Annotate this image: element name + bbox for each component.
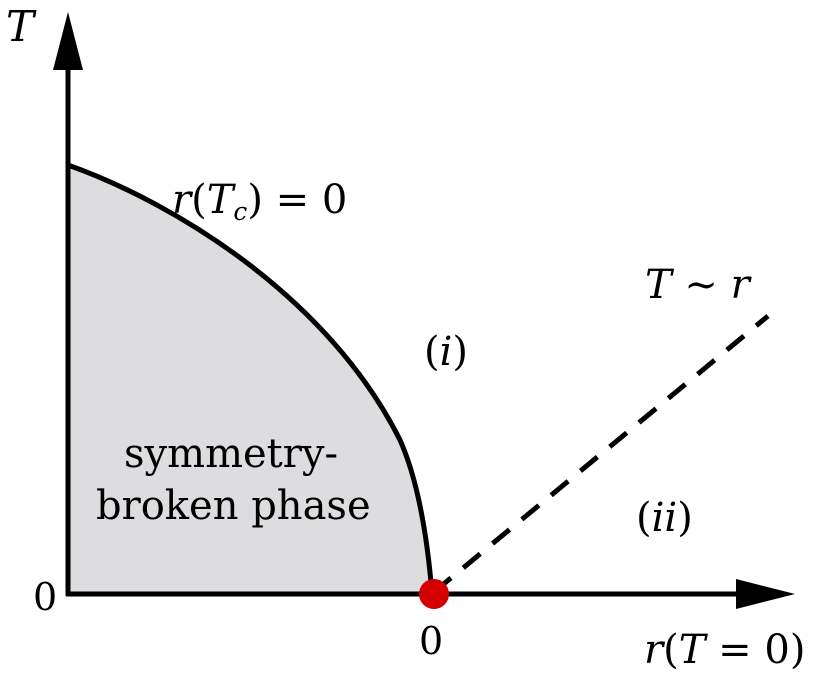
y-axis-arrowhead-icon [53,12,83,70]
phase-label-line1: symmetry- [124,431,338,477]
scaling-line-label: T ∼ r [645,265,750,305]
critical-line-label: r(Tc) = 0 [172,177,348,224]
x-critical-tick-label: 0 [419,619,444,663]
x-axis-label-r: r [644,627,664,673]
scaling-line-label-rhs: r [730,262,750,308]
critical-line-curve [67,162,435,595]
critical-line-label-open: ( [191,177,207,223]
symmetry-broken-region [68,165,432,594]
y-axis-label: T [6,2,35,51]
critical-line-label-var: T [206,177,234,223]
region-ii-label: (ii) [636,498,693,538]
region-ii-text: ii [651,495,678,541]
region-i-open: ( [424,329,440,375]
region-i-close: ) [452,329,469,375]
x-axis-label-suffix: = 0) [705,627,806,673]
x-axis-label: r(T = 0) [644,630,805,670]
phase-label: symmetry- broken phase [96,428,371,532]
scaling-line-label-op: ∼ [671,262,731,308]
scaling-line-label-lhs: T [645,262,672,308]
region-i-label: (i) [424,332,468,372]
region-ii-open: ( [636,495,652,541]
phase-label-line2: broken phase [96,483,371,529]
critical-line-label-suffix: ) = 0 [247,177,348,223]
quantum-critical-point [419,579,449,609]
x-axis-arrowhead-icon [736,579,795,609]
y-origin-tick-label: 0 [33,575,58,619]
region-i-text: i [439,329,453,375]
x-axis-label-open: ( [663,627,679,673]
region-ii-close: ) [677,495,693,541]
x-axis-label-var: T [678,627,706,673]
critical-line-label-sub: c [233,196,248,226]
critical-line-label-r: r [172,177,192,223]
scaling-dashed-line [432,314,770,594]
